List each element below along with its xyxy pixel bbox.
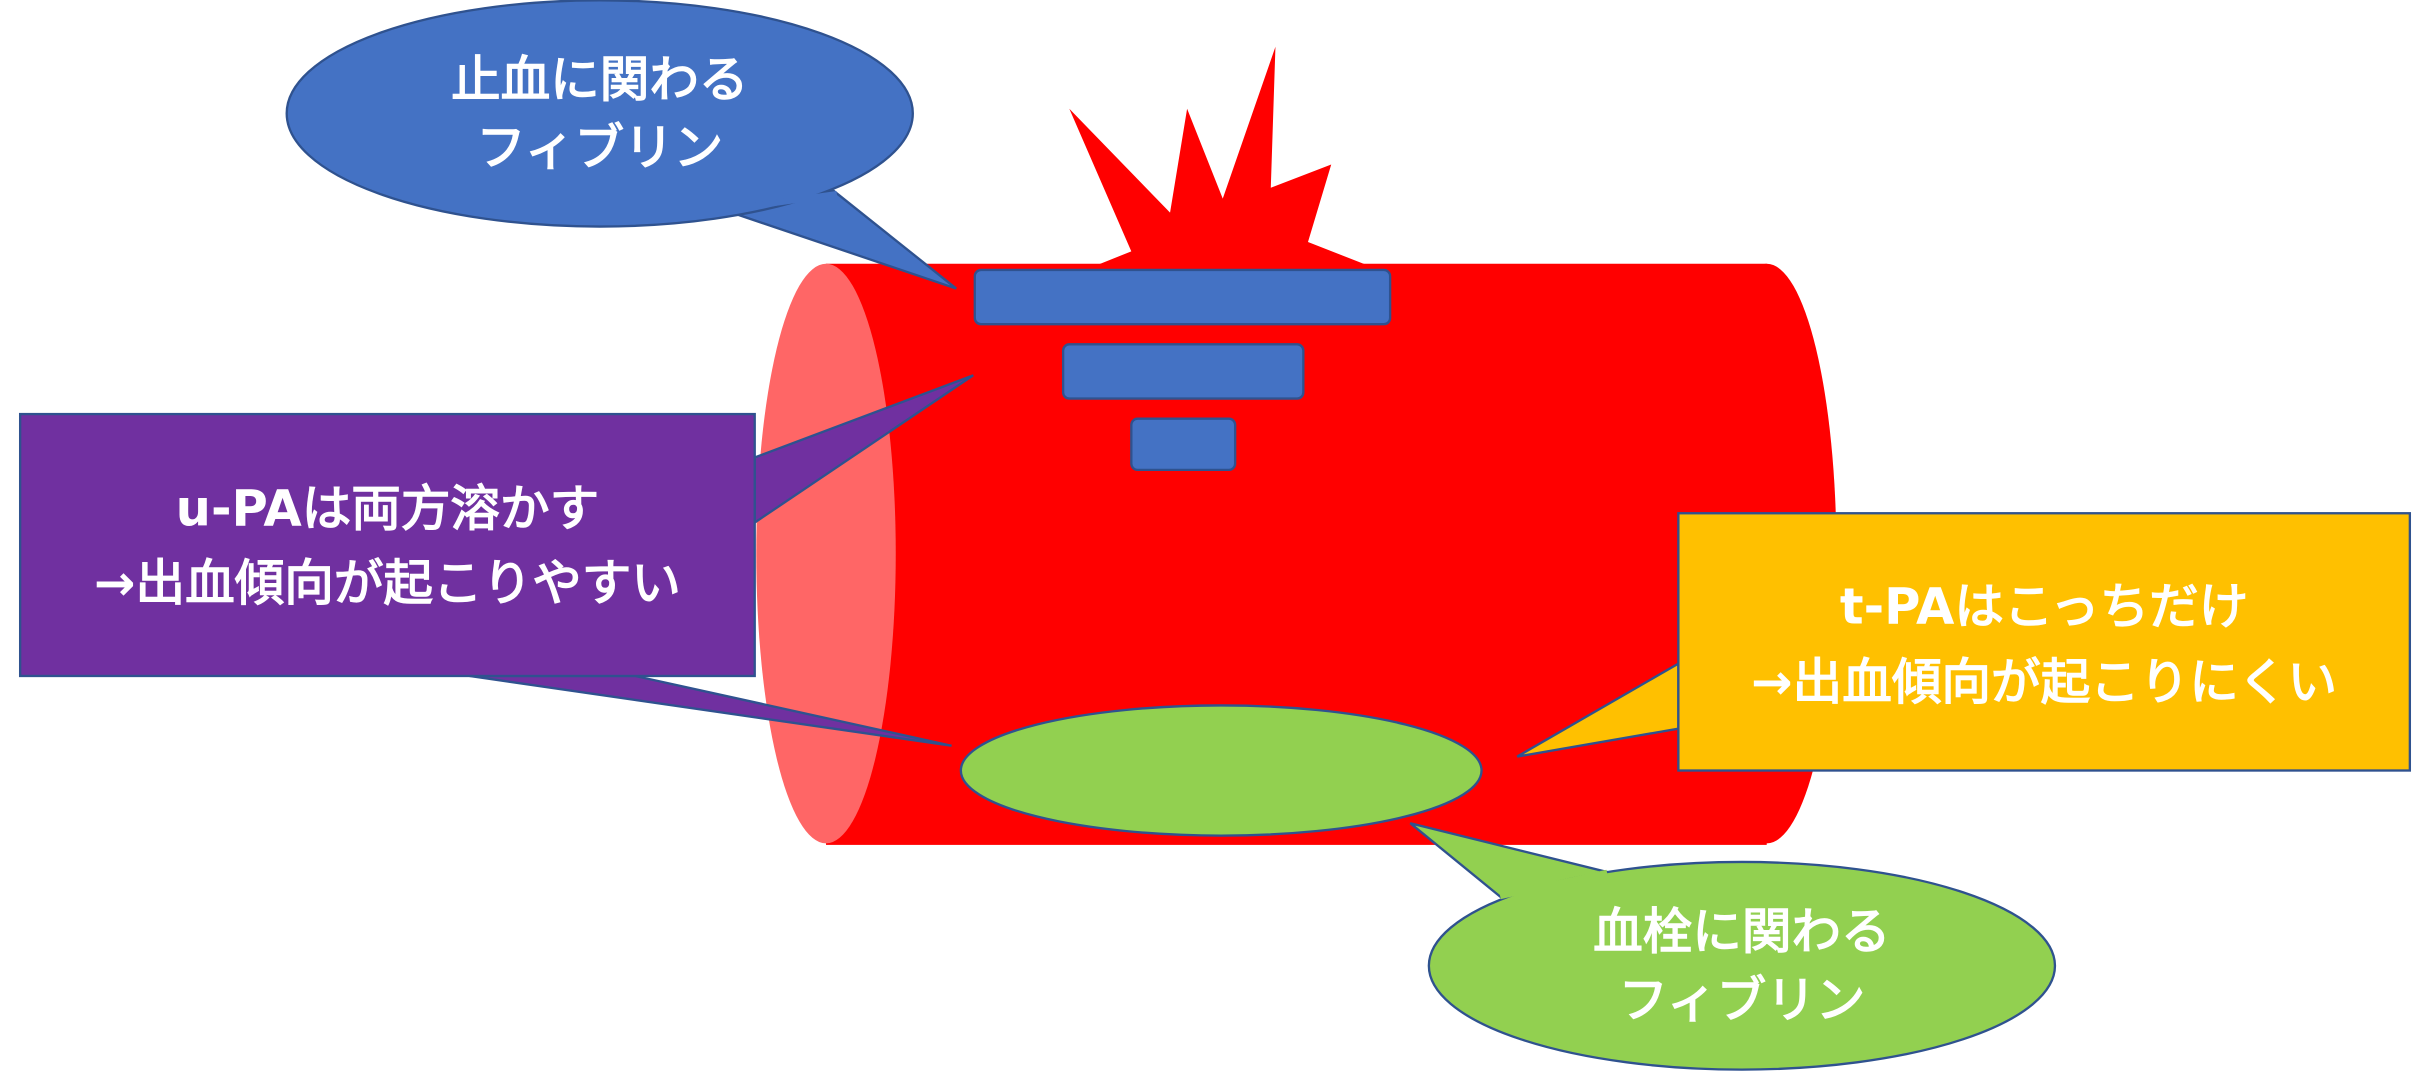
fibrin-bar-1 (973, 268, 1392, 326)
thrombus-line2: フィブリン (1618, 971, 1865, 1029)
fibrin-bar-2 (1061, 343, 1305, 400)
injury-burst (1069, 46, 1372, 267)
tpa-callout: t-PAはこっちだけ →出血傾向が起こりにくい (1516, 512, 2412, 772)
hemostasis-line1: 止血に関わる (451, 50, 748, 108)
tpa-line2: →出血傾向が起こりにくい (1751, 653, 2337, 711)
upa-line2: →出血傾向が起こりやすい (94, 554, 681, 612)
fibrin-bar-3 (1130, 417, 1237, 472)
upa-callout: u-PAは両方溶かす →出血傾向が起こりやすい (18, 374, 974, 747)
thrombus-callout: 血栓に関わる フィブリン (1409, 822, 2057, 1071)
hemostatic-fibrin (973, 268, 1392, 472)
tpa-line1: t-PAはこっちだけ (1840, 577, 2248, 635)
upa-line1: u-PAは両方溶かす (176, 480, 600, 538)
thrombus-line1: 血栓に関わる (1593, 903, 1890, 961)
hemostasis-line2: フィブリン (476, 119, 723, 177)
thrombus-fibrin (959, 704, 1483, 837)
hemostasis-callout: 止血に関わる フィブリン (285, 0, 957, 290)
vessel-opening (756, 263, 896, 844)
